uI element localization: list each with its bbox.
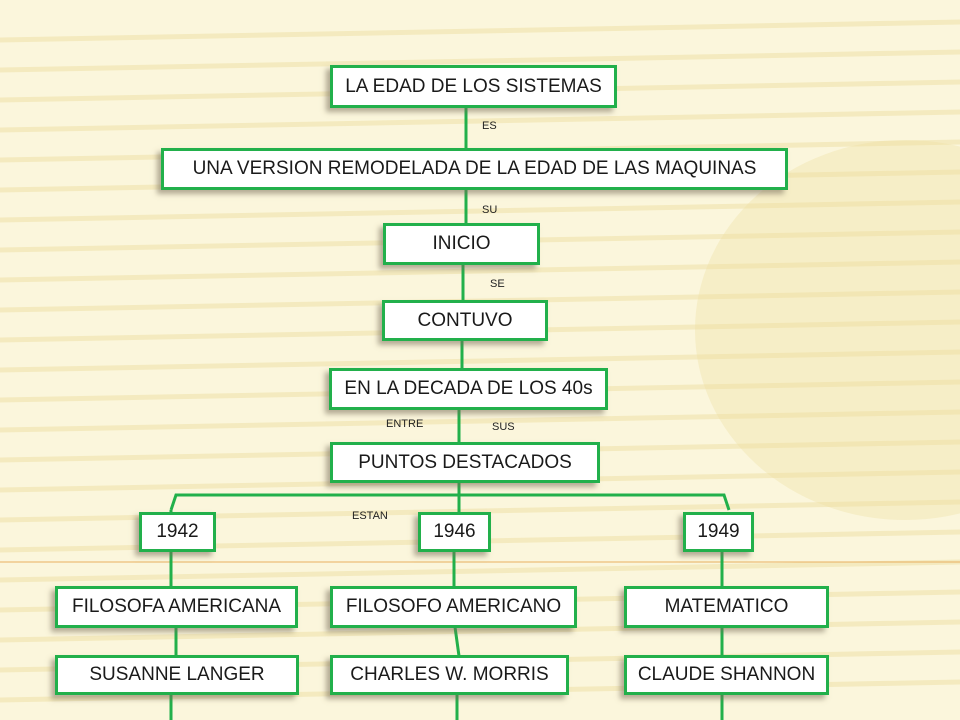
- node-claude-shannon: CLAUDE SHANNON: [624, 655, 829, 695]
- node-filosofo-americano: FILOSOFO AMERICANO: [330, 586, 577, 628]
- node-year-1949: 1949: [683, 512, 754, 552]
- node-label: MATEMATICO: [664, 596, 789, 617]
- node-filosofa-americana: FILOSOFA AMERICANA: [55, 586, 298, 628]
- connector-role2-name2: [453, 626, 461, 657]
- node-label: PUNTOS DESTACADOS: [358, 451, 572, 473]
- node-label: CONTUVO: [417, 309, 513, 331]
- link-label-es: ES: [482, 120, 497, 132]
- node-inicio: INICIO: [383, 223, 540, 265]
- link-label-estan: ESTAN: [352, 510, 388, 522]
- link-label-su: SU: [482, 204, 498, 216]
- node-label: FILOSOFO AMERICANO: [345, 596, 562, 617]
- node-year-1942: 1942: [139, 512, 216, 552]
- node-label: CHARLES W. MORRIS: [350, 664, 549, 685]
- node-label: 1942: [156, 521, 199, 542]
- node-label: 1949: [697, 521, 740, 542]
- node-label: UNA VERSION REMODELADA DE LA EDAD DE LAS…: [192, 158, 757, 179]
- node-charles-w-morris: CHARLES W. MORRIS: [330, 655, 569, 695]
- node-label: LA EDAD DE LOS SISTEMAS: [345, 75, 602, 97]
- node-label: SUSANNE LANGER: [89, 664, 265, 685]
- node-year-1946: 1946: [418, 512, 491, 552]
- node-puntos-destacados: PUNTOS DESTACADOS: [330, 442, 600, 483]
- node-version-remodelada: UNA VERSION REMODELADA DE LA EDAD DE LAS…: [161, 148, 788, 190]
- link-label-entre: ENTRE: [386, 418, 424, 430]
- branch-bar: [169, 493, 731, 511]
- node-la-edad-de-los-sistemas: LA EDAD DE LOS SISTEMAS: [330, 65, 617, 108]
- node-label: EN LA DECADA DE LOS 40s: [344, 378, 593, 399]
- node-matematico: MATEMATICO: [624, 586, 829, 628]
- node-decada-40s: EN LA DECADA DE LOS 40s: [329, 368, 608, 410]
- node-label: FILOSOFA AMERICANA: [71, 596, 282, 617]
- node-contuvo: CONTUVO: [382, 300, 548, 341]
- link-label-se: SE: [490, 278, 505, 290]
- link-label-sus: SUS: [492, 421, 515, 433]
- node-susanne-langer: SUSANNE LANGER: [55, 655, 299, 695]
- node-label: 1946: [433, 521, 476, 542]
- node-label: INICIO: [432, 233, 491, 254]
- node-label: CLAUDE SHANNON: [637, 664, 816, 685]
